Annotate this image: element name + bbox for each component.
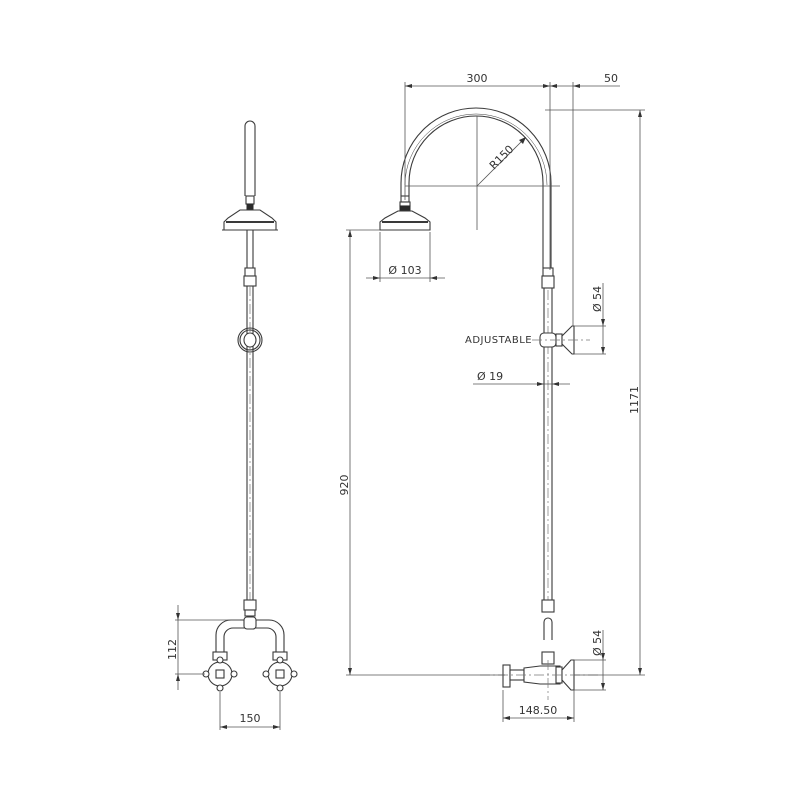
bracket-diameter-label: Ø 54 (591, 286, 604, 312)
front-view: 112 150 (166, 120, 298, 730)
side-view: R150 (338, 72, 645, 722)
overall-height-label: 1171 (628, 386, 641, 414)
dimension-rose-height: 920 (338, 229, 505, 676)
valve-projection-label: 148.50 (519, 704, 558, 717)
front-riser (243, 230, 257, 600)
dimension-rose-diameter: Ø 103 (366, 232, 445, 282)
radius-label: R150 (487, 143, 516, 172)
rail-diameter-label: Ø 19 (477, 370, 503, 383)
front-tap-left (202, 651, 238, 692)
rose-height-label: 920 (338, 475, 351, 496)
valve-diameter-label: Ø 54 (591, 630, 604, 656)
side-rose (379, 201, 431, 231)
side-adjustable-bracket (532, 325, 590, 355)
side-riser (541, 267, 555, 665)
radius-indicator: R150 (405, 116, 560, 230)
side-valve (480, 659, 600, 700)
dimension-wall-offset: 50 (550, 72, 620, 88)
rose-diameter-label: Ø 103 (388, 264, 421, 277)
dimension-overall-height: 1171 (545, 109, 645, 676)
front-bracket (237, 327, 263, 353)
side-gooseneck-arm (400, 107, 552, 268)
dimension-valve-diameter: Ø 54 (574, 630, 606, 691)
dimension-rail-diameter: Ø 19 (473, 370, 570, 386)
front-tap-right (262, 651, 298, 692)
front-bridge (215, 599, 285, 652)
arm-reach-label: 300 (467, 72, 488, 85)
front-arm (244, 120, 256, 210)
wall-offset-label: 50 (604, 72, 618, 85)
front-rose (222, 209, 278, 231)
dimension-arm-reach: 300 (404, 72, 574, 326)
dimension-tap-height: 112 (166, 605, 240, 690)
dimension-tap-centres: 150 (219, 692, 281, 730)
tap-centres-label: 150 (240, 712, 261, 725)
dimension-valve-projection: 148.50 (502, 690, 575, 722)
adjustable-label: ADJUSTABLE (465, 335, 532, 346)
dimension-bracket-diameter: Ø 54 (574, 283, 606, 355)
tap-height-label: 112 (166, 639, 179, 660)
